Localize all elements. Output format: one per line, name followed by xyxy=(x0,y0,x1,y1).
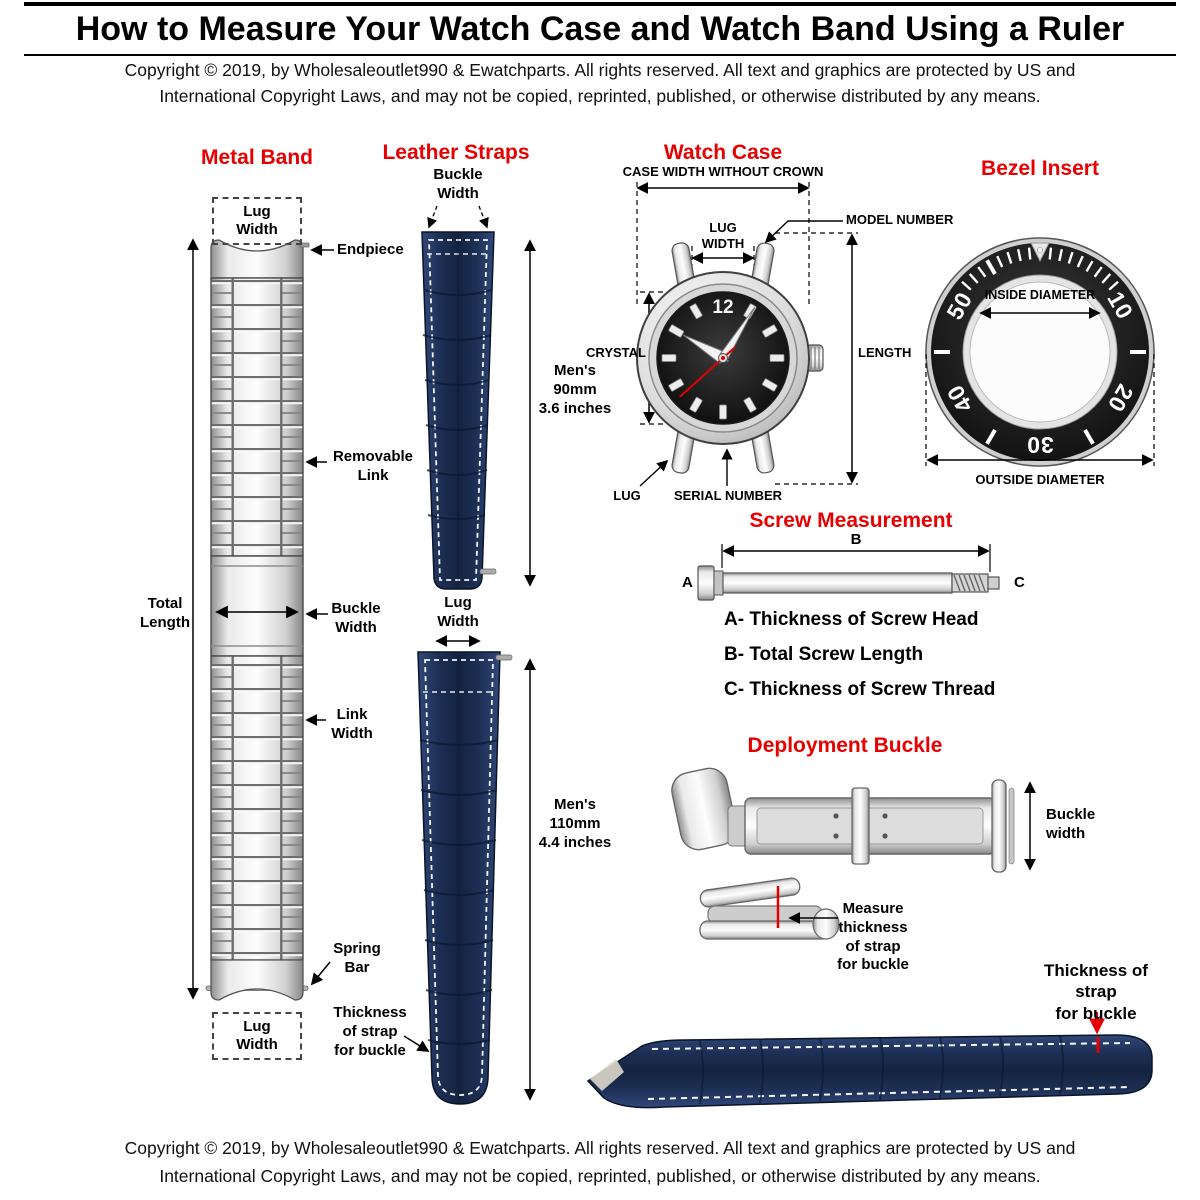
leather-straps-illustration xyxy=(403,205,536,1105)
bezel-insert-illustration: 10 20 30 40 50 xyxy=(925,237,1155,467)
lug-width-bottom-box: Lug Width xyxy=(212,1012,302,1060)
spring-bar-label: Spring Bar xyxy=(333,940,381,976)
dial-numeral-12: 12 xyxy=(712,297,733,318)
inside-diameter-label: INSIDE DIAMETER xyxy=(984,288,1096,302)
screw-illustration xyxy=(697,544,1000,601)
buckle-width-leather-label: Buckle Width xyxy=(433,166,483,202)
croc-texture-upper-strap xyxy=(422,236,493,585)
model-number-label: MODEL NUMBER xyxy=(846,212,954,227)
screw-dim-a-label: A xyxy=(682,574,693,591)
bezel-insert-heading: Bezel Insert xyxy=(981,157,1099,180)
screw-desc-c: C- Thickness of Screw Thread xyxy=(724,679,996,700)
lug-label: LUG xyxy=(613,488,641,503)
strap-thickness-label: Thickness of strap for buckle xyxy=(333,1004,407,1059)
metal-band-heading: Metal Band xyxy=(200,146,314,169)
footer-copyright-line2: International Copyright Laws, and may no… xyxy=(159,1166,1041,1186)
screw-dim-c-label: C xyxy=(1014,574,1025,591)
lug-width-top-box: Lug Width xyxy=(212,197,302,245)
metal-band-illustration xyxy=(187,238,334,1001)
total-length-label: Total Length xyxy=(140,595,190,631)
crystal-label: CRYSTAL xyxy=(586,345,646,360)
serial-number-label: SERIAL NUMBER xyxy=(673,488,783,503)
measure-thickness-label: Measure thickness of strap for buckle xyxy=(837,900,909,974)
endpiece-label: Endpiece xyxy=(337,241,404,258)
lug-width-watch-label: LUG WIDTH xyxy=(701,220,745,252)
deployment-buckle-illustration xyxy=(671,767,1036,940)
page-title: How to Measure Your Watch Case and Watch… xyxy=(75,10,1125,48)
screw-measurement-heading: Screw Measurement xyxy=(749,509,953,532)
top-rule xyxy=(24,2,1176,6)
watch-case-illustration: 12 xyxy=(636,182,858,487)
thickness-bottom-label: Thickness of strap for buckle xyxy=(1044,961,1148,1023)
screw-desc-b: B- Total Screw Length xyxy=(724,644,924,665)
bezel-numeral-30: 30 xyxy=(1026,432,1054,458)
buckle-width-deploy-label: Buckle width xyxy=(1046,806,1096,842)
header-copyright-line2: International Copyright Laws, and may no… xyxy=(159,86,1041,106)
croc-texture-lower-strap xyxy=(419,656,499,1100)
watch-case-heading: Watch Case xyxy=(663,141,783,164)
removable-link-label: Removable Link xyxy=(332,448,414,484)
lower-strap-length-label: Men's 110mm 4.4 inches xyxy=(538,796,612,851)
lug-width-leather-label: Lug Width xyxy=(437,594,479,630)
deployment-buckle-heading: Deployment Buckle xyxy=(747,734,943,757)
header-copyright-line1: Copyright © 2019, by Wholesaleoutlet990 … xyxy=(124,60,1076,80)
link-width-label: Link Width xyxy=(331,706,373,742)
leather-straps-heading: Leather Straps xyxy=(382,141,530,164)
length-label: LENGTH xyxy=(858,345,912,360)
croc-texture-bottom-strap xyxy=(699,1035,1064,1105)
outside-diameter-label: OUTSIDE DIAMETER xyxy=(975,472,1105,487)
footer-copyright-line1: Copyright © 2019, by Wholesaleoutlet990 … xyxy=(124,1138,1076,1158)
title-underline xyxy=(24,54,1176,56)
screw-dim-b-label: B xyxy=(850,531,862,548)
upper-strap-length-label: Men's 90mm 3.6 inches xyxy=(538,362,612,417)
screw-desc-a: A- Thickness of Screw Head xyxy=(724,609,979,630)
bottom-strap-illustration xyxy=(586,1012,1153,1109)
buckle-width-metal-label: Buckle Width xyxy=(331,600,381,636)
case-width-label: CASE WIDTH WITHOUT CROWN xyxy=(622,164,824,179)
